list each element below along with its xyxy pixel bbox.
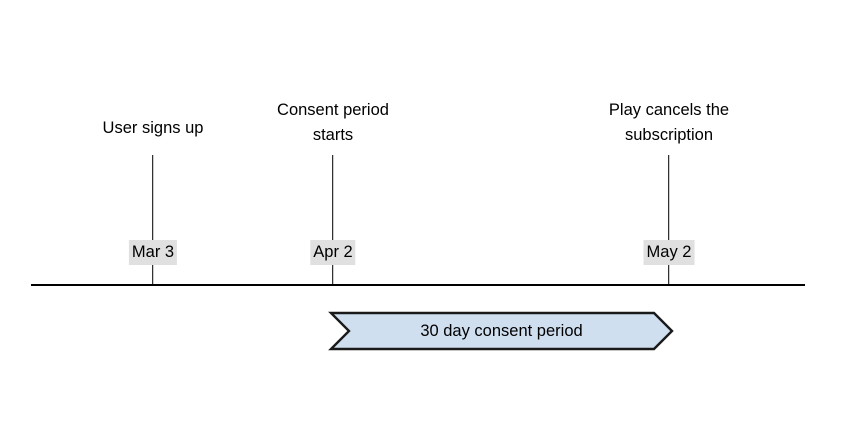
event-stem-user-signs-up: [152, 155, 154, 286]
event-label-user-signs-up: User signs up: [103, 116, 204, 141]
event-label-line: starts: [312, 126, 354, 144]
event-stem-consent-period-starts: [332, 155, 334, 286]
event-label-line: Consent period: [277, 101, 389, 119]
date-chip-apr-2: Apr 2: [310, 240, 356, 265]
timeline-axis: [31, 284, 805, 286]
banner-chevron-shape: [328, 311, 674, 351]
date-chip-mar-3: Mar 3: [128, 240, 178, 265]
consent-period-banner: 30 day consent period: [328, 311, 674, 351]
date-chip-may-2: May 2: [643, 240, 695, 265]
event-stem-play-cancels-subscription: [668, 155, 670, 286]
event-label-line: subscription: [624, 126, 714, 144]
event-label-line: User signs up: [102, 119, 204, 137]
event-label-consent-period-starts: Consent period starts: [277, 98, 389, 148]
event-label-play-cancels-subscription: Play cancels the subscription: [609, 98, 729, 148]
event-label-line: Play cancels the: [608, 101, 730, 119]
